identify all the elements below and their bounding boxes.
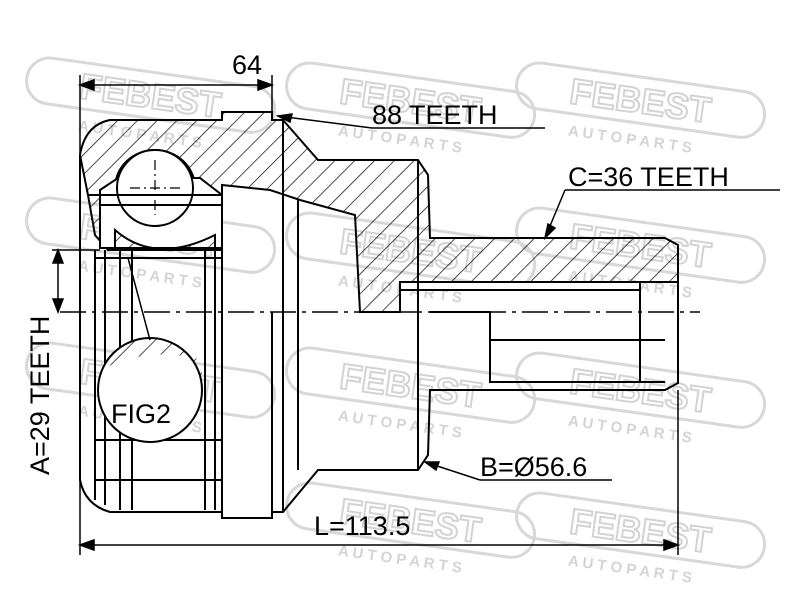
dimension-spline-a: A=29 TEETH (25, 247, 100, 475)
dimension-width: 64 (77, 50, 275, 155)
leader-diameter: B=Ø56.6 (422, 452, 612, 482)
watermark-logo: FEBEST A U T O P A R T S (285, 346, 537, 442)
svg-text:FEBEST: FEBEST (567, 70, 713, 130)
diameter-label: B=Ø56.6 (480, 452, 587, 482)
svg-text:FEBEST: FEBEST (337, 355, 483, 415)
joint-body-section (78, 111, 679, 313)
svg-text:FEBEST: FEBEST (567, 500, 713, 560)
width-label: 64 (232, 50, 262, 80)
fig2-label: FIG2 (111, 399, 171, 429)
leader-spline-c: C=36 TEETH (543, 162, 780, 241)
dimension-length: L=113.5 (77, 390, 681, 555)
watermark-logo: FEBEST A U T O P A R T S (515, 491, 767, 587)
spline-a-label: A=29 TEETH (25, 316, 55, 475)
outer-teeth-label: 88 TEETH (372, 100, 498, 130)
watermark-logo: FEBEST A U T O P A R T S (515, 61, 767, 157)
spline-c-label: C=36 TEETH (568, 162, 729, 192)
leader-outer-teeth: 88 TEETH (275, 100, 545, 130)
upper-hatched-section (78, 111, 679, 313)
length-label: L=113.5 (314, 511, 410, 541)
svg-text:FEBEST: FEBEST (77, 65, 223, 125)
fig2-detail: FIG2 (97, 257, 203, 443)
watermark-logo: FEBEST A U T O P A R T S (515, 351, 767, 447)
